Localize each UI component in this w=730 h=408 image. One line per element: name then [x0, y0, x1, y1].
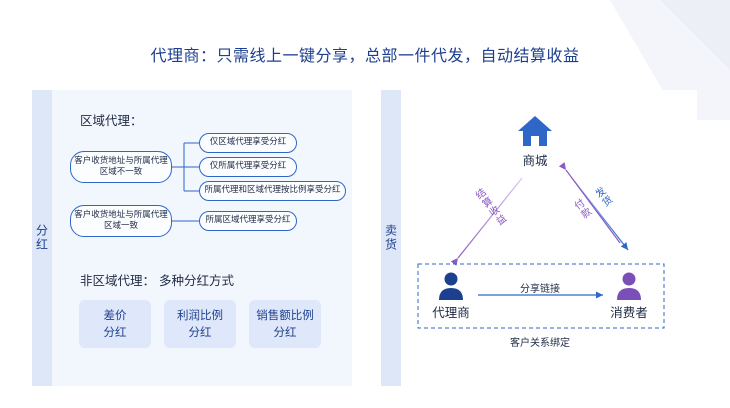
home-icon	[518, 116, 552, 146]
regional-agent-heading: 区域代理：	[80, 113, 143, 128]
binding-box	[417, 263, 665, 329]
method-line2: 分红	[273, 325, 297, 339]
selling-strip: 卖货	[381, 90, 401, 386]
option-regional-only: 仅区域代理享受分红	[199, 133, 297, 153]
method-line1: 利润比例	[177, 308, 223, 323]
non-regional-heading: 非区域代理： 多种分红方式	[80, 273, 234, 288]
settle-arrow	[450, 177, 523, 266]
background-decoration	[610, 0, 730, 120]
mall-label: 商城	[522, 153, 548, 168]
option-proportional: 所属代理和区域代理按比例享受分红	[199, 181, 346, 201]
person-icon	[439, 272, 463, 300]
agent-label: 代理商	[432, 305, 470, 320]
method-sales-ratio: 销售额比例分红	[249, 300, 321, 348]
pay-arrow	[558, 162, 621, 244]
binding-label: 客户关系绑定	[510, 338, 570, 349]
dividend-strip-label: 分红	[34, 224, 49, 252]
option-owner-regional: 所属区域代理享受分红	[199, 211, 297, 231]
method-line2: 分红	[103, 325, 127, 339]
case-address-match: 客户收货地址与所属代理区域一致	[70, 205, 172, 237]
method-line1: 差价	[103, 308, 127, 323]
selling-strip-label: 卖货	[383, 224, 398, 252]
method-line1: 销售额比例	[256, 308, 314, 323]
dividend-strip: 分红	[32, 90, 52, 386]
page-title: 代理商：只需线上一键分享，总部一件代发，自动结算收益	[150, 46, 580, 65]
method-profit-ratio: 利润比例分红	[164, 300, 236, 348]
person-icon	[617, 272, 641, 300]
share-link-label: 分享链接	[520, 284, 560, 295]
consumer-label: 消费者	[610, 305, 648, 320]
case-address-mismatch: 客户收货地址与所属代理区域不一致	[70, 151, 172, 183]
method-price-diff: 差价分红	[79, 300, 151, 348]
method-line2: 分红	[188, 325, 212, 339]
option-owner-only: 仅所属代理享受分红	[199, 157, 297, 177]
